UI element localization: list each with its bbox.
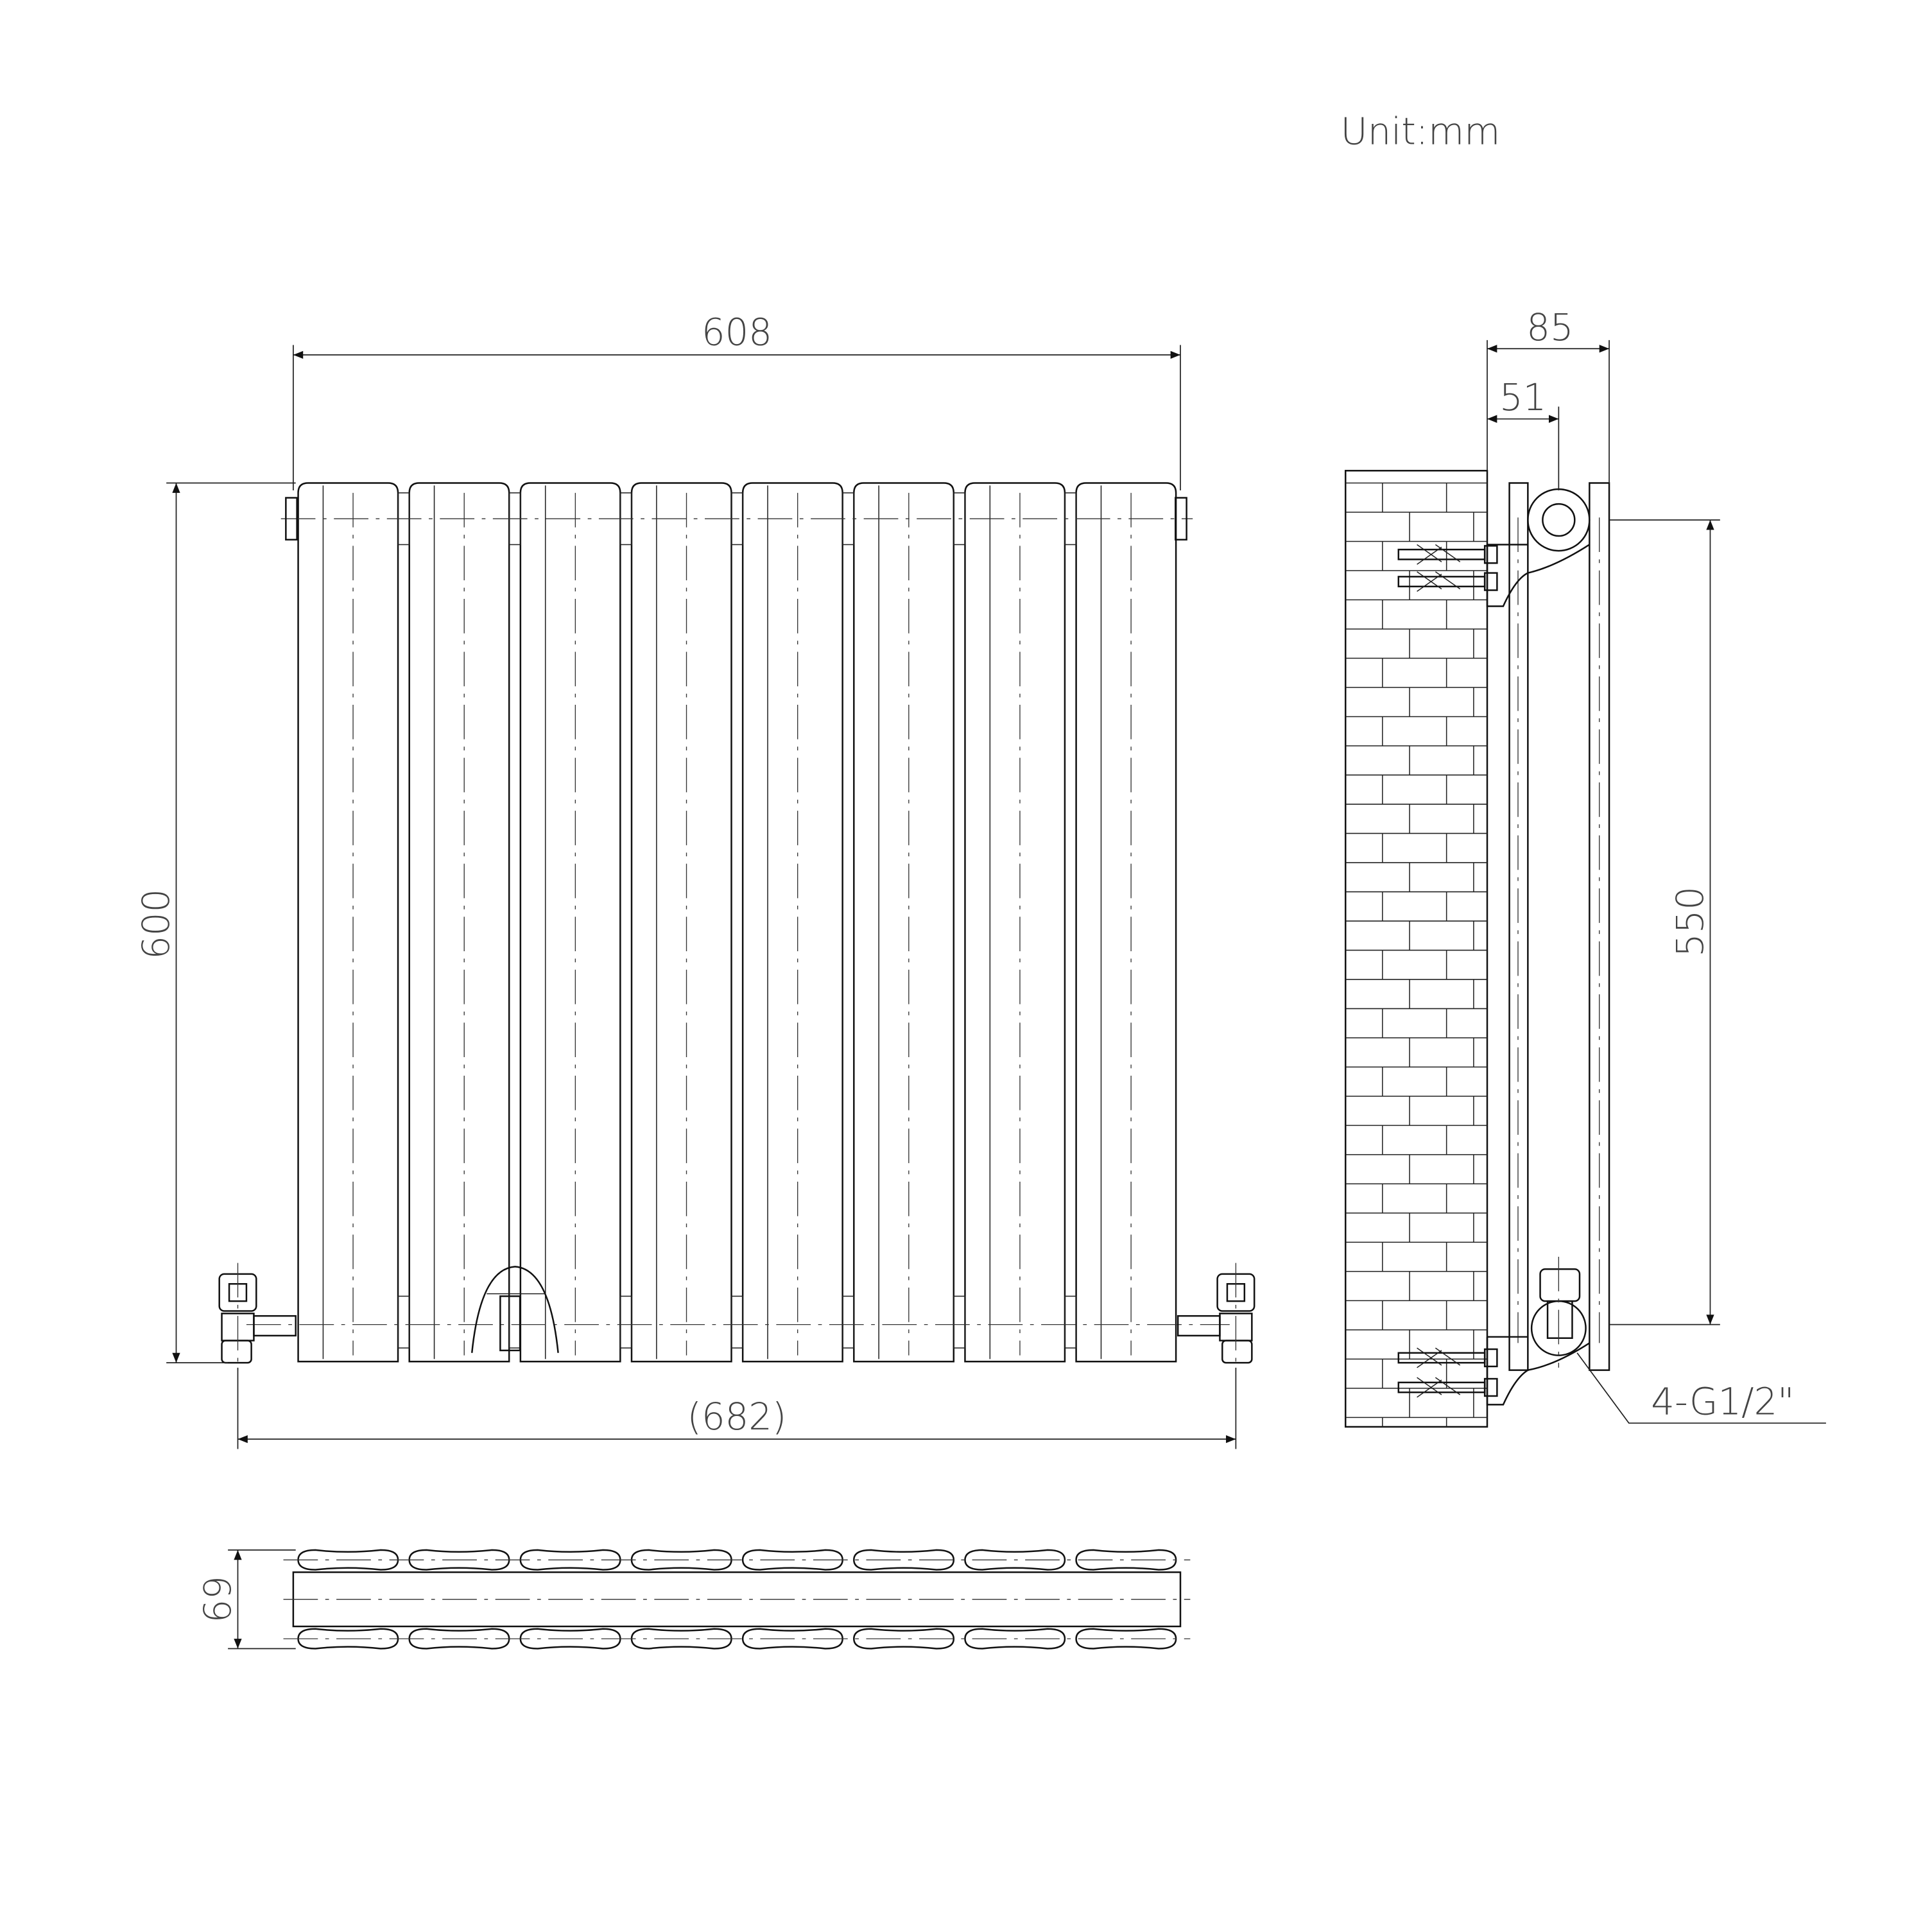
radiator-column [964,482,1066,1363]
radiator-column [297,482,399,1363]
brick-wall [1345,470,1488,1428]
pipe-centers-label: 550 [1669,886,1712,957]
front-view: 608 600 (682) [135,311,1255,1449]
depth-label: 85 [1526,306,1573,349]
wall-anchor-icon [1397,1377,1498,1398]
height-label: 600 [135,889,178,960]
radiator-column [519,482,621,1363]
right-valve-icon [1177,1263,1255,1370]
top-header-pipe [1527,488,1591,552]
side-view: 85 51 550 4-G1/2" [1345,306,1826,1428]
connection-leader-line [1576,1352,1826,1424]
column-profiles [283,1549,1191,1650]
wall-anchor-icon [1397,1347,1498,1368]
radiator-column [408,482,510,1363]
column-profile [964,1549,1066,1571]
wall-bracket [470,1266,559,1353]
bracket-clip [499,1295,521,1352]
top-view: 69 [196,1549,1191,1650]
radiator-columns [297,482,1177,1363]
column-profile [964,1628,1066,1650]
top-right-plug [1175,497,1187,541]
radiator-column [741,482,843,1363]
top-depth-label: 69 [196,1576,239,1623]
top-left-plug [285,497,298,541]
radiator-column [1075,482,1177,1363]
top-bracket [1486,544,1591,607]
wall-anchor-icon [1397,571,1498,592]
radiator-column [853,482,955,1363]
wall-anchor-icon [1397,544,1498,565]
radiator-column [630,482,732,1363]
connection-label: 4-G1/2" [1651,1381,1794,1424]
rear-panel-side [1589,482,1610,1371]
wall-offset-label: 51 [1499,376,1546,419]
overall-width-label: (682) [687,1395,787,1438]
width-label: 608 [702,311,772,354]
side-valve-icon [1530,1257,1587,1368]
wall-anchors [1397,544,1498,1398]
bottom-bracket [1486,1336,1591,1406]
unit-label: Unit:mm [1341,110,1501,153]
front-panel-side [1508,482,1529,1371]
left-valve-icon [218,1263,297,1370]
